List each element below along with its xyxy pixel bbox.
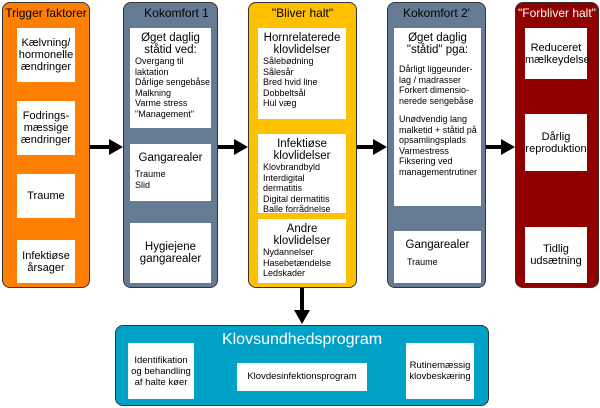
list-item: Dobbeltsål [263, 87, 306, 98]
list-item: Hul væg [263, 98, 297, 108]
list-item: Balle forrådnelse [263, 204, 331, 214]
list-item: Dårlige sengebåse [135, 77, 211, 87]
box-title: Gangarealer [138, 152, 203, 164]
list-item: Varme stress [135, 98, 188, 108]
column-title: "Forbliver halt" [518, 6, 596, 20]
list-item: Interdigital dermatitis [263, 172, 305, 194]
list-item: Digital dermatitis [263, 193, 330, 204]
column-title: Kokomfort 1 [144, 6, 209, 20]
list-item: Slid [135, 179, 151, 190]
list-item: lag / madrasser [399, 74, 462, 85]
arrow-right [90, 139, 123, 155]
comfort-box: Hygiejene gangarealer [130, 223, 211, 283]
box-title: Øget daglig "ståtid" pga: [406, 32, 469, 56]
list-item: Unødvendig lang [399, 114, 468, 124]
list-item: malketid + ståtid på [399, 124, 477, 135]
trigger-box: Fodrings- mæssige ændringer [17, 101, 75, 155]
column-title: Trigger faktorer [5, 6, 87, 20]
disease-box: Andre klovlidelser Nydannelser Hasebetæn… [258, 219, 346, 283]
comfort-box: Gangarealer Traume Slid [130, 144, 211, 201]
kokomfort2-column: Kokomfort 2' Øget daglig "ståtid" pga: D… [387, 2, 486, 288]
list-item: "Management" [135, 108, 194, 119]
outcome-box: Reduceret mælkeydelse [525, 28, 590, 79]
list-item: Traume [407, 257, 438, 267]
box-title: Infektiøse klovlidelser [273, 138, 331, 162]
list-item: opsamlingsplads [399, 135, 467, 145]
program-title: Klovsundhedsprogram [221, 331, 383, 348]
list-item: Varmestress [399, 145, 449, 156]
bliver-halt-column: "Bliver halt" Hornrelaterede klovlidelse… [248, 2, 357, 288]
arrow-right [486, 139, 515, 155]
program-box: Klovdesinfektionsprogram [237, 363, 367, 391]
list-item: Traume [135, 169, 166, 179]
list-item: Klovbrandbyld [263, 162, 321, 172]
trigger-box: Kælvning/ hormonelle ændringer [17, 28, 75, 82]
arrow-down [300, 288, 304, 312]
trigger-box: Infektiøse årsager [17, 240, 75, 283]
arrow-down-head [294, 310, 310, 324]
comfort-box: Øget daglig "ståtid" pga: Dårligt liggeu… [394, 28, 481, 206]
outcome-box: Dårlig reproduktion [525, 114, 587, 171]
box-title: Øget daglig ståtid ved: [141, 32, 200, 56]
arrow-right [218, 139, 248, 155]
list-item: Hasebetændelse [263, 257, 332, 268]
trigger-column: Trigger faktorer Kælvning/ hormonelle æn… [2, 2, 90, 288]
klovsundhedsprogram-panel: Klovsundhedsprogram Identifikation og be… [115, 325, 489, 406]
list-item: Ledskader [263, 268, 306, 278]
list-item: Malkning [135, 87, 172, 98]
list-item: Sålesår [263, 66, 294, 77]
column-title: Kokomfort 2' [403, 6, 470, 20]
box-title: Gangarealer [405, 239, 470, 251]
list-item: Sålebødning [263, 56, 314, 66]
list-item: Nydannelser [263, 247, 314, 257]
list-item: Fiksering ved [399, 156, 453, 166]
column-title: "Bliver halt" [271, 6, 334, 20]
disease-box: Infektiøse klovlidelser Klovbrandbyld In… [258, 134, 346, 214]
box-title: Andre klovlidelser [273, 223, 331, 247]
list-item: nerede sengebåse [399, 95, 474, 106]
program-box: Rutinemæssig klovbeskæring [406, 343, 474, 399]
program-box: Identifikation og behandling af halte kø… [128, 343, 194, 399]
comfort-box: Gangarealer Traume [394, 231, 481, 283]
list-item: Bred hvid line [263, 77, 318, 87]
comfort-box: Øget daglig ståtid ved: Overgang til lak… [130, 28, 211, 128]
list-item: Forkert dimensio- [399, 85, 470, 95]
list-item: managementrutiner [399, 166, 478, 177]
forbliver-halt-column: "Forbliver halt" Reduceret mælkeydelse D… [515, 2, 599, 288]
arrow-right [357, 139, 387, 155]
kokomfort1-column: Kokomfort 1 Øget daglig ståtid ved: Over… [123, 2, 218, 288]
box-title: Hornrelaterede klovlidelser [263, 32, 341, 56]
box-title: Hygiejene gangarealer [139, 241, 202, 265]
trigger-box: Traume [17, 174, 75, 218]
outcome-box: Tidlig udsætning [525, 227, 587, 283]
list-item: Dårligt liggeunder- [399, 64, 473, 74]
disease-box: Hornrelaterede klovlidelser Sålebødning … [258, 28, 346, 119]
list-item: Overgang til laktation [135, 56, 184, 77]
